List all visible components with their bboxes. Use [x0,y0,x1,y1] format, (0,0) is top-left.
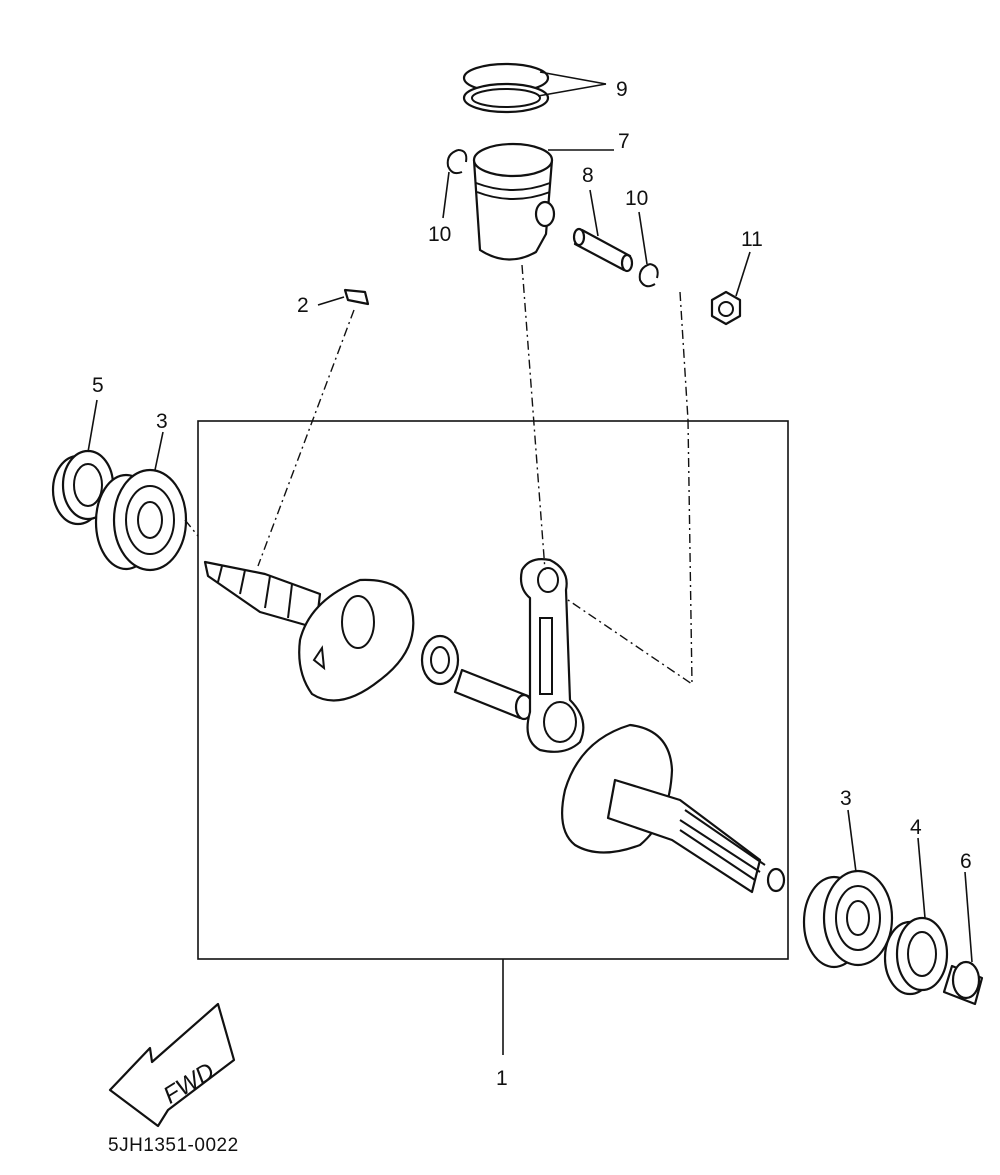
label-circlip-left: 10 [428,223,451,246]
collar [942,871,984,1006]
bearing-right [802,809,894,969]
label-piston-pin: 8 [582,164,594,187]
forward-direction-arrow: FWD [108,1002,236,1128]
crank-pin [420,634,534,721]
crankshaft-assembly-frame [197,420,789,960]
label-piston: 7 [618,130,630,153]
label-small-end-bearing: 11 [741,228,763,251]
label-bearing-left: 3 [156,410,168,433]
crank-half-right [561,723,786,894]
label-collar: 6 [960,850,972,873]
piston-pin [572,189,634,273]
assembly-lines [184,264,693,686]
circlip-left [442,149,468,219]
bearing-left [94,431,188,572]
crank-half-left [203,560,415,702]
piston [472,142,614,261]
label-oil-seal-right: 4 [910,816,922,839]
label-circlip-right: 10 [625,187,648,210]
circlip-right [638,211,659,288]
label-piston-rings: 9 [616,78,628,101]
figure-code: 5JH1351-0022 [108,1135,239,1156]
connecting-rod [519,558,585,753]
oil-seal-right [883,837,949,996]
label-oil-seal-left: 5 [92,374,104,397]
label-assembly: 1 [496,1067,508,1090]
small-end-bearing [710,251,751,326]
label-key: 2 [297,294,309,317]
woodruff-key [317,288,370,306]
label-bearing-right: 3 [840,787,852,810]
piston-rings [462,62,607,114]
